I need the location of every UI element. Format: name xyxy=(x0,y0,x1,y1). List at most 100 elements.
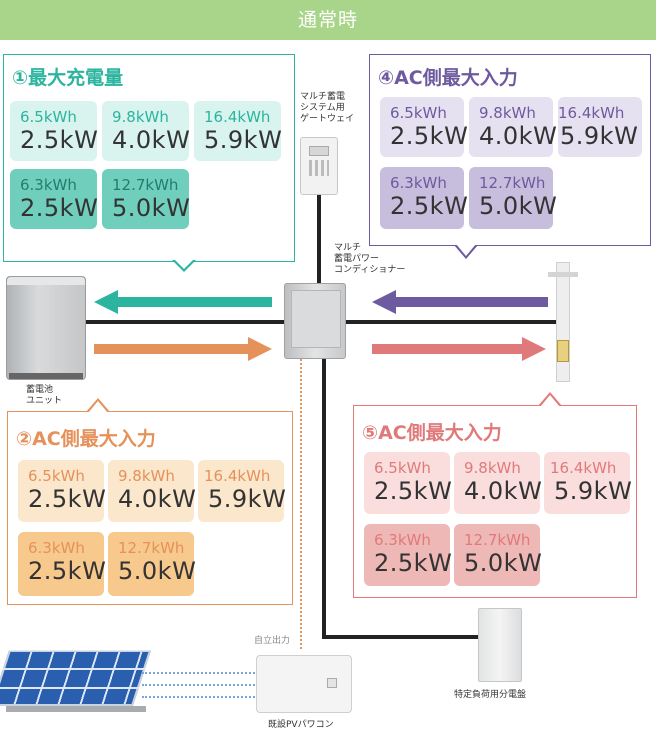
wire-self-output xyxy=(300,359,302,649)
pv-indicator-icon xyxy=(327,678,337,688)
card-capacity: 6.3kWh xyxy=(390,174,447,192)
card-power: 5.0kW xyxy=(118,557,197,585)
panel-title: ④AC側最大入力 xyxy=(378,67,518,89)
card-power: 5.9kW xyxy=(554,477,633,505)
card-power: 2.5kW xyxy=(390,122,469,150)
card-power: 2.5kW xyxy=(390,192,469,220)
card-capacity: 9.8kWh xyxy=(464,459,521,477)
panel-pointer-fill xyxy=(174,259,194,269)
wire-to-load-horizontal xyxy=(322,635,482,639)
card-capacity: 9.8kWh xyxy=(479,104,536,122)
panel-ac-input-2: ②AC側最大入力 6.5kWh 2.5kW 9.8kWh 4.0kW 16.4k… xyxy=(7,411,293,605)
card-capacity: 12.7kWh xyxy=(464,531,531,549)
wire-gateway xyxy=(317,195,321,285)
wire-pv-2 xyxy=(142,684,258,686)
arrow-head-teal xyxy=(94,290,118,314)
spec-card: 16.4kWh 5.9kW xyxy=(198,460,287,522)
spec-card: 6.3kWh 2.5kW xyxy=(18,532,107,596)
load-distribution-panel xyxy=(478,608,522,682)
card-power: 5.0kW xyxy=(112,194,191,222)
panel-ac-input-5: ⑤AC側最大入力 6.5kWh 2.5kW 9.8kWh 4.0kW 16.4k… xyxy=(353,405,637,598)
card-capacity: 6.5kWh xyxy=(28,467,85,485)
solar-stand xyxy=(6,706,146,712)
spec-card: 6.5kWh 2.5kW xyxy=(18,460,107,522)
pv-conditioner xyxy=(256,655,352,713)
card-power: 5.9kW xyxy=(208,485,287,513)
arrow-head-red xyxy=(522,337,546,361)
pole-crossarm xyxy=(548,272,578,277)
card-power: 5.0kW xyxy=(479,192,558,220)
card-power: 5.9kW xyxy=(560,122,639,150)
wire-pv-1 xyxy=(142,672,258,674)
card-power: 5.0kW xyxy=(464,549,543,577)
utility-pole xyxy=(556,262,570,382)
spec-card: 6.3kWh 2.5kW xyxy=(380,167,469,229)
panel-title: ①最大充電量 xyxy=(12,67,124,89)
spec-card: 16.4kWh 5.9kW xyxy=(558,97,642,157)
arrow-grid-purple xyxy=(396,297,548,307)
spec-card: 6.5kWh 2.5kW xyxy=(364,452,453,514)
spec-card: 6.3kWh 2.5kW xyxy=(364,524,453,586)
battery-unit xyxy=(6,276,86,380)
card-capacity: 6.5kWh xyxy=(390,104,447,122)
spec-card: 9.8kWh 4.0kW xyxy=(108,460,197,522)
self-output-label: 自立出力 xyxy=(254,636,291,646)
spec-card: 12.7kWh 5.0kW xyxy=(102,169,191,229)
card-capacity: 6.5kWh xyxy=(374,459,431,477)
spec-card: 12.7kWh 5.0kW xyxy=(454,524,543,586)
card-capacity: 6.3kWh xyxy=(28,539,85,557)
card-capacity: 6.3kWh xyxy=(374,531,431,549)
arrow-out-red xyxy=(372,344,522,354)
spec-card: 16.4kWh 5.9kW xyxy=(544,452,633,514)
card-capacity: 16.4kWh xyxy=(204,467,271,485)
conditioner-panel xyxy=(291,290,341,348)
panel-title: ⑤AC側最大入力 xyxy=(362,422,502,444)
panel-pointer-fill xyxy=(540,395,560,407)
load-panel-label: 特定負荷用分電盤 xyxy=(454,690,527,700)
card-power: 5.9kW xyxy=(204,126,283,154)
power-conditioner xyxy=(284,283,346,359)
wire-to-load xyxy=(322,359,326,639)
card-power: 2.5kW xyxy=(20,126,99,154)
page-header: 通常時 xyxy=(0,0,656,40)
conditioner-label: マルチ 蓄電パワー コンディショナー xyxy=(334,243,406,275)
card-power: 2.5kW xyxy=(28,557,107,585)
card-power: 4.0kW xyxy=(479,122,558,150)
pv-conditioner-label: 既設PVパワコン xyxy=(268,720,334,730)
card-capacity: 9.8kWh xyxy=(118,467,175,485)
spec-card: 9.8kWh 4.0kW xyxy=(102,101,191,161)
spec-card: 16.4kWh 5.9kW xyxy=(194,101,283,161)
spec-card: 9.8kWh 4.0kW xyxy=(469,97,558,157)
gateway-device xyxy=(300,137,338,195)
card-power: 2.5kW xyxy=(374,549,453,577)
spec-card: 6.3kWh 2.5kW xyxy=(10,169,99,229)
spec-card: 12.7kWh 5.0kW xyxy=(108,532,197,596)
panel-ac-input-4: ④AC側最大入力 6.5kWh 2.5kW 9.8kWh 4.0kW 16.4k… xyxy=(369,54,651,246)
card-capacity: 6.3kWh xyxy=(20,176,77,194)
battery-label: 蓄電池 ユニット xyxy=(26,385,63,406)
panel-title: ②AC側最大入力 xyxy=(16,428,156,450)
solar-panel-grid xyxy=(0,650,152,706)
card-power: 2.5kW xyxy=(20,194,99,222)
pole-meter-icon xyxy=(557,340,569,362)
card-power: 4.0kW xyxy=(118,485,197,513)
card-capacity: 12.7kWh xyxy=(479,174,546,192)
card-capacity: 16.4kWh xyxy=(558,104,625,122)
spec-card: 9.8kWh 4.0kW xyxy=(454,452,542,514)
gateway-label: マルチ蓄電 システム用 ゲートウェイ xyxy=(300,92,355,124)
card-power: 2.5kW xyxy=(28,485,107,513)
arrow-charge-teal xyxy=(118,297,272,307)
card-power: 2.5kW xyxy=(374,477,453,505)
card-power: 4.0kW xyxy=(112,126,191,154)
panel-max-charge: ①最大充電量 6.5kWh 2.5kW 9.8kWh 4.0kW 16.4kWh… xyxy=(3,54,295,262)
card-capacity: 16.4kWh xyxy=(550,459,617,477)
card-capacity: 12.7kWh xyxy=(118,539,185,557)
spec-card: 12.7kWh 5.0kW xyxy=(469,167,558,229)
panel-pointer-fill xyxy=(456,244,476,256)
spec-card: 6.5kWh 2.5kW xyxy=(10,101,99,161)
battery-top xyxy=(7,277,85,285)
card-capacity: 9.8kWh xyxy=(112,108,169,126)
wire-pv-3 xyxy=(142,696,258,698)
card-capacity: 12.7kWh xyxy=(112,176,179,194)
card-capacity: 16.4kWh xyxy=(204,108,271,126)
